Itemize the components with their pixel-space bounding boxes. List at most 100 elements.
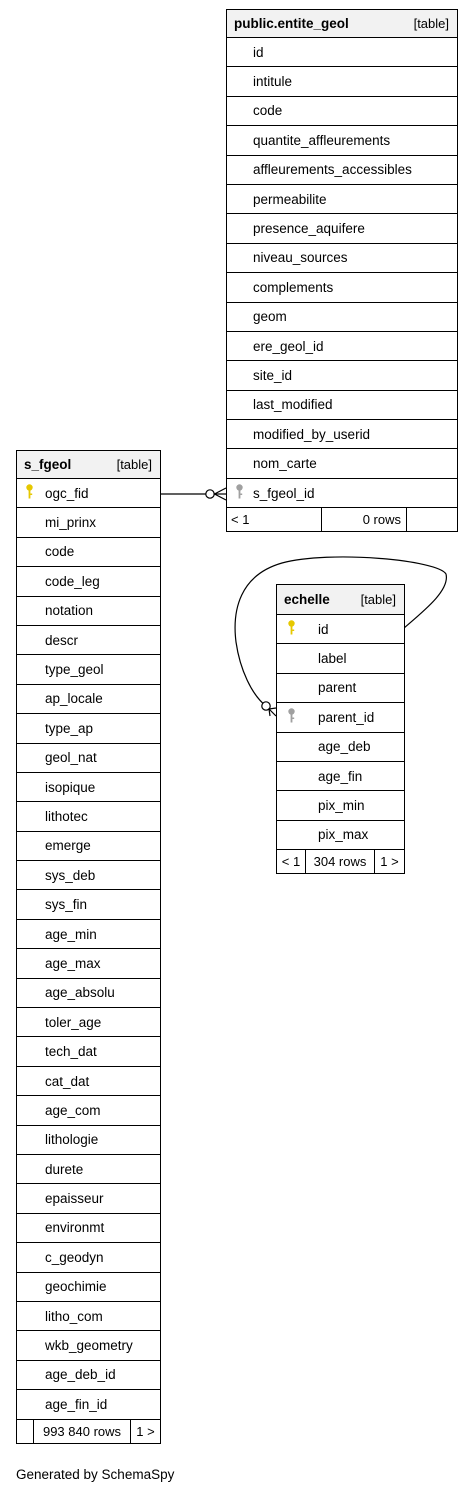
foreign-key-icon — [287, 708, 296, 727]
column-row: sys_deb — [17, 861, 160, 891]
column-row: wkb_geometry — [17, 1331, 160, 1361]
table-header: public.entite_geol [table] — [227, 10, 457, 38]
table-footer: < 1 0 rows — [227, 508, 457, 532]
column-name: site_id — [253, 367, 293, 383]
column-row-primary-key: ogc_fid — [17, 479, 160, 509]
column-name: geol_nat — [45, 750, 97, 766]
column-name: age_absolu — [45, 985, 115, 1001]
column-row: geochimie — [17, 1273, 160, 1302]
table-footer: 993 840 rows 1 > — [17, 1419, 160, 1443]
column-row-foreign-key: s_fgeol_id — [227, 479, 457, 509]
column-name: last_modified — [253, 397, 333, 413]
column-name: mi_prinx — [45, 515, 97, 531]
column-name: type_geol — [45, 662, 104, 678]
parents-count[interactable] — [17, 1419, 34, 1443]
primary-key-icon — [287, 620, 296, 639]
column-row: isopique — [17, 773, 160, 803]
row-count: 304 rows — [306, 850, 375, 874]
table-footer: < 1 304 rows 1 > — [277, 850, 404, 874]
column-name: age_fin — [318, 768, 363, 784]
column-name: litho_com — [45, 1308, 103, 1324]
column-name: type_ap — [45, 720, 94, 736]
column-name: age_deb — [318, 739, 371, 755]
column-name: age_deb_id — [45, 1367, 116, 1383]
column-name: modified_by_userid — [253, 426, 371, 442]
column-row: age_fin — [277, 762, 404, 792]
column-row: lithotec — [17, 802, 160, 832]
column-name: label — [318, 651, 347, 667]
column-row: age_fin_id — [17, 1390, 160, 1420]
column-name: nom_carte — [253, 456, 317, 472]
column-row: ere_geol_id — [227, 332, 457, 362]
column-row: emerge — [17, 832, 160, 862]
parents-count[interactable]: < 1 — [277, 850, 306, 874]
column-name: intitule — [253, 74, 293, 90]
column-name: notation — [45, 603, 94, 619]
column-name: descr — [45, 632, 79, 648]
table-name: echelle — [284, 592, 330, 607]
column-row: lithologie — [17, 1126, 160, 1155]
children-count[interactable]: 1 > — [136, 1423, 155, 1439]
column-row: sys_fin — [17, 890, 160, 920]
column-row: presence_aquifere — [227, 214, 457, 244]
column-name: quantite_affleurements — [253, 132, 391, 148]
column-row-foreign-key: parent_id — [277, 703, 404, 733]
table-entite-geol[interactable]: public.entite_geol [table] id intitule c… — [226, 9, 458, 533]
column-row: age_absolu — [17, 979, 160, 1009]
column-row: pix_max — [277, 821, 404, 851]
column-name: ogc_fid — [45, 485, 89, 501]
column-name: code — [253, 103, 283, 119]
column-row: intitule — [227, 67, 457, 97]
column-row: age_deb — [277, 733, 404, 762]
column-row: site_id — [227, 361, 457, 391]
column-name: affleurements_accessibles — [253, 162, 412, 178]
column-row: code — [227, 97, 457, 127]
column-name: toler_age — [45, 1014, 102, 1030]
column-name: id — [253, 44, 264, 60]
column-name: environmt — [45, 1220, 105, 1236]
column-name: pix_max — [318, 827, 369, 843]
parents-count[interactable]: < 1 — [227, 508, 322, 532]
column-name: code_leg — [45, 573, 100, 589]
column-row: last_modified — [227, 391, 457, 421]
column-row: litho_com — [17, 1302, 160, 1332]
table-echelle[interactable]: echelle [table] id label parent parent_i… — [276, 584, 405, 875]
column-name: geom — [253, 309, 287, 325]
column-row: permeabilite — [227, 185, 457, 215]
column-row: environmt — [17, 1214, 160, 1244]
column-name: isopique — [45, 779, 96, 795]
column-row: toler_age — [17, 1008, 160, 1038]
column-name: id — [318, 621, 329, 637]
column-name: age_fin_id — [45, 1396, 108, 1412]
table-header: s_fgeol [table] — [17, 451, 160, 479]
foreign-key-icon — [235, 484, 244, 503]
column-name: pix_min — [318, 798, 365, 814]
column-row: label — [277, 644, 404, 674]
column-name: tech_dat — [45, 1044, 97, 1060]
table-header: echelle [table] — [277, 585, 404, 615]
column-row: age_deb_id — [17, 1361, 160, 1391]
column-row: c_geodyn — [17, 1243, 160, 1273]
children-count[interactable]: 1 > — [380, 854, 399, 870]
column-name: lithologie — [45, 1132, 99, 1148]
column-row: mi_prinx — [17, 508, 160, 538]
column-row: geom — [227, 303, 457, 332]
column-name: geochimie — [45, 1279, 107, 1295]
table-kind: [table] — [360, 592, 396, 607]
column-row: niveau_sources — [227, 244, 457, 274]
column-row: age_min — [17, 920, 160, 950]
column-row: notation — [17, 597, 160, 626]
column-name: age_max — [45, 955, 101, 971]
children-count[interactable] — [407, 508, 457, 531]
column-name: code — [45, 544, 75, 560]
column-row: parent — [277, 674, 404, 704]
column-name: ap_locale — [45, 691, 103, 707]
relationship-entite-to-sfgeol — [160, 487, 227, 501]
column-name: epaisseur — [45, 1191, 104, 1207]
column-row: code_leg — [17, 567, 160, 597]
column-row: ap_locale — [17, 685, 160, 715]
table-s-fgeol[interactable]: s_fgeol [table] ogc_fid mi_prinx code co… — [16, 450, 161, 1444]
column-name: niveau_sources — [253, 250, 348, 266]
column-row: nom_carte — [227, 449, 457, 479]
column-row: descr — [17, 626, 160, 656]
